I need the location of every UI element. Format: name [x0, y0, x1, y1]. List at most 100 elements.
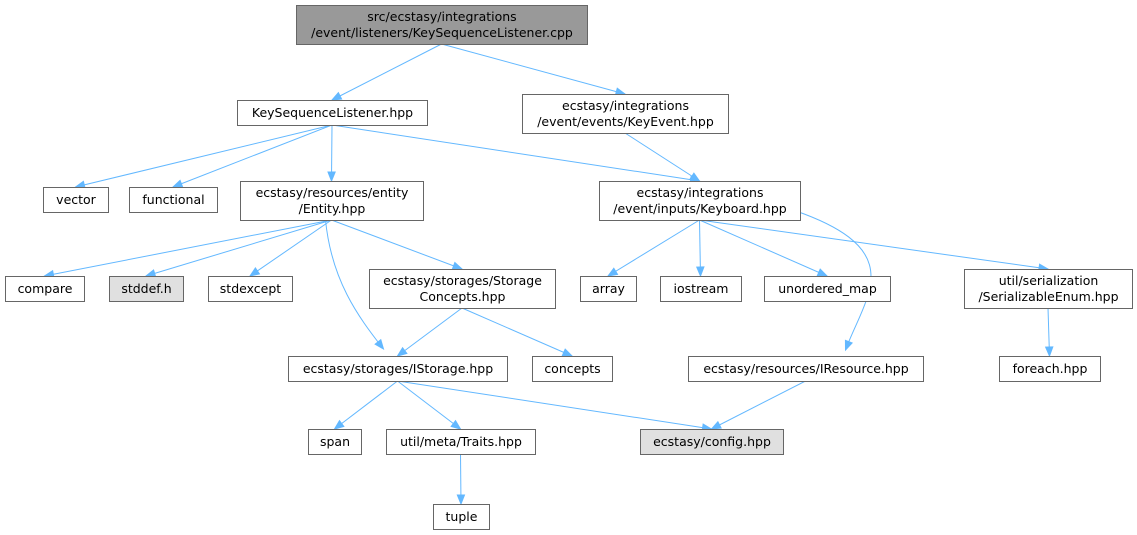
- edge-line: [795, 210, 872, 351]
- node-box: [369, 269, 556, 309]
- edge-storageconcepts-to-concepts: [461, 307, 574, 357]
- node-span[interactable]: span: [308, 429, 362, 455]
- node-istorage[interactable]: ecstasy/storages/IStorage.hpp: [288, 356, 508, 382]
- node-vector[interactable]: vector: [43, 187, 109, 213]
- node-label: ecstasy/storages/Storage: [383, 273, 542, 288]
- node-box: [964, 269, 1133, 309]
- edge-entity-to-istorage: [325, 219, 385, 351]
- edge-line: [607, 219, 700, 277]
- node-box: [386, 429, 536, 455]
- arrowhead: [144, 269, 157, 278]
- edge-ksl-to-functional: [171, 124, 333, 188]
- edge-traits-to-tuple: [456, 453, 466, 506]
- arrowhead: [689, 172, 701, 182]
- node-label: ecstasy/integrations: [562, 98, 689, 113]
- node-label: span: [320, 434, 350, 449]
- node-box: [688, 356, 924, 382]
- node-label: src/ecstasy/integrations: [367, 9, 516, 24]
- node-label: /event/events/KeyEvent.hpp: [537, 114, 714, 129]
- node-box: [532, 356, 613, 382]
- edge-iresource-to-config: [710, 380, 806, 430]
- node-box: [599, 181, 801, 221]
- edge-keyevent-to-keyboard: [624, 132, 701, 182]
- node-unordered_map[interactable]: unordered_map: [764, 276, 891, 302]
- edge-keyboard-to-iostream: [695, 219, 705, 278]
- edge-line: [699, 219, 828, 277]
- node-root[interactable]: src/ecstasy/integrations/event/listeners…: [296, 5, 588, 45]
- node-label: /event/listeners/KeySequenceListener.cpp: [311, 25, 573, 40]
- arrowhead: [456, 494, 466, 506]
- edge-line: [331, 124, 700, 182]
- edge-line: [699, 219, 1049, 270]
- edge-root-to-ksl: [330, 43, 442, 101]
- node-ksl[interactable]: KeySequenceListener.hpp: [237, 100, 428, 126]
- edge-line: [334, 380, 398, 430]
- node-box: [5, 276, 85, 302]
- edge-keyboard-to-iresource: [795, 210, 872, 352]
- arrowhead: [695, 266, 705, 278]
- node-label: util/meta/Traits.hpp: [400, 434, 522, 449]
- node-label: compare: [18, 281, 73, 296]
- edge-keyboard-to-serializable: [699, 219, 1050, 272]
- node-traits[interactable]: util/meta/Traits.hpp: [386, 429, 536, 455]
- edge-line: [397, 307, 463, 357]
- node-label: stdexcept: [220, 281, 281, 296]
- node-functional[interactable]: functional: [129, 187, 218, 213]
- node-label: stddef.h: [121, 281, 171, 296]
- node-box: [129, 187, 218, 213]
- node-foreach[interactable]: foreach.hpp: [999, 356, 1101, 382]
- node-keyboard[interactable]: ecstasy/integrations/event/inputs/Keyboa…: [599, 181, 801, 221]
- node-box: [522, 94, 729, 134]
- node-box: [640, 429, 784, 455]
- arrowhead: [816, 268, 829, 277]
- node-box: [237, 100, 428, 126]
- node-box: [308, 429, 362, 455]
- edge-line: [325, 219, 384, 350]
- arrowhead: [396, 346, 408, 357]
- node-compare[interactable]: compare: [5, 276, 85, 302]
- node-label: ecstasy/storages/IStorage.hpp: [303, 361, 493, 376]
- node-array[interactable]: array: [580, 276, 637, 302]
- node-iresource[interactable]: ecstasy/resources/IResource.hpp: [688, 356, 924, 382]
- edge-line: [331, 219, 463, 270]
- node-entity[interactable]: ecstasy/resources/entity/Entity.hpp: [240, 181, 424, 221]
- node-stddef[interactable]: stddef.h: [109, 276, 184, 302]
- node-box: [296, 5, 588, 45]
- edge-ksl-to-vector: [74, 124, 333, 189]
- arrowhead: [450, 419, 462, 430]
- edge-serializable-to-foreach: [1044, 307, 1054, 358]
- edge-istorage-to-span: [333, 380, 398, 430]
- node-box: [764, 276, 891, 302]
- node-concepts[interactable]: concepts: [532, 356, 613, 382]
- arrowhead: [1044, 346, 1054, 358]
- node-label: /SerializableEnum.hpp: [978, 289, 1118, 304]
- edge-line: [44, 219, 332, 277]
- node-label: ecstasy/resources/entity: [256, 185, 409, 200]
- node-box: [43, 187, 109, 213]
- edge-entity-to-stddef: [144, 219, 332, 278]
- node-box: [288, 356, 508, 382]
- node-tuple[interactable]: tuple: [433, 504, 490, 530]
- edge-line: [172, 124, 333, 188]
- node-label: /event/inputs/Keyboard.hpp: [613, 201, 786, 216]
- node-config[interactable]: ecstasy/config.hpp: [640, 429, 784, 455]
- node-iostream[interactable]: iostream: [660, 276, 742, 302]
- node-serializable[interactable]: util/serialization/SerializableEnum.hpp: [964, 269, 1133, 309]
- edge-line: [624, 132, 700, 182]
- arrowhead: [330, 91, 343, 101]
- node-label: ecstasy/integrations: [637, 185, 764, 200]
- node-label: Concepts.hpp: [420, 289, 506, 304]
- arrowhead: [327, 171, 336, 183]
- node-label: array: [592, 281, 625, 296]
- edge-entity-to-compare: [43, 219, 332, 279]
- node-stdexcept[interactable]: stdexcept: [208, 276, 293, 302]
- arrowhead: [374, 338, 385, 351]
- arrowhead: [171, 179, 184, 188]
- node-keyevent[interactable]: ecstasy/integrations/event/events/KeyEve…: [522, 94, 729, 134]
- edge-line: [331, 43, 442, 101]
- node-label: unordered_map: [778, 281, 877, 296]
- node-label: ecstasy/resources/IResource.hpp: [703, 361, 908, 376]
- arrowhead: [561, 348, 574, 357]
- edge-line: [397, 380, 461, 430]
